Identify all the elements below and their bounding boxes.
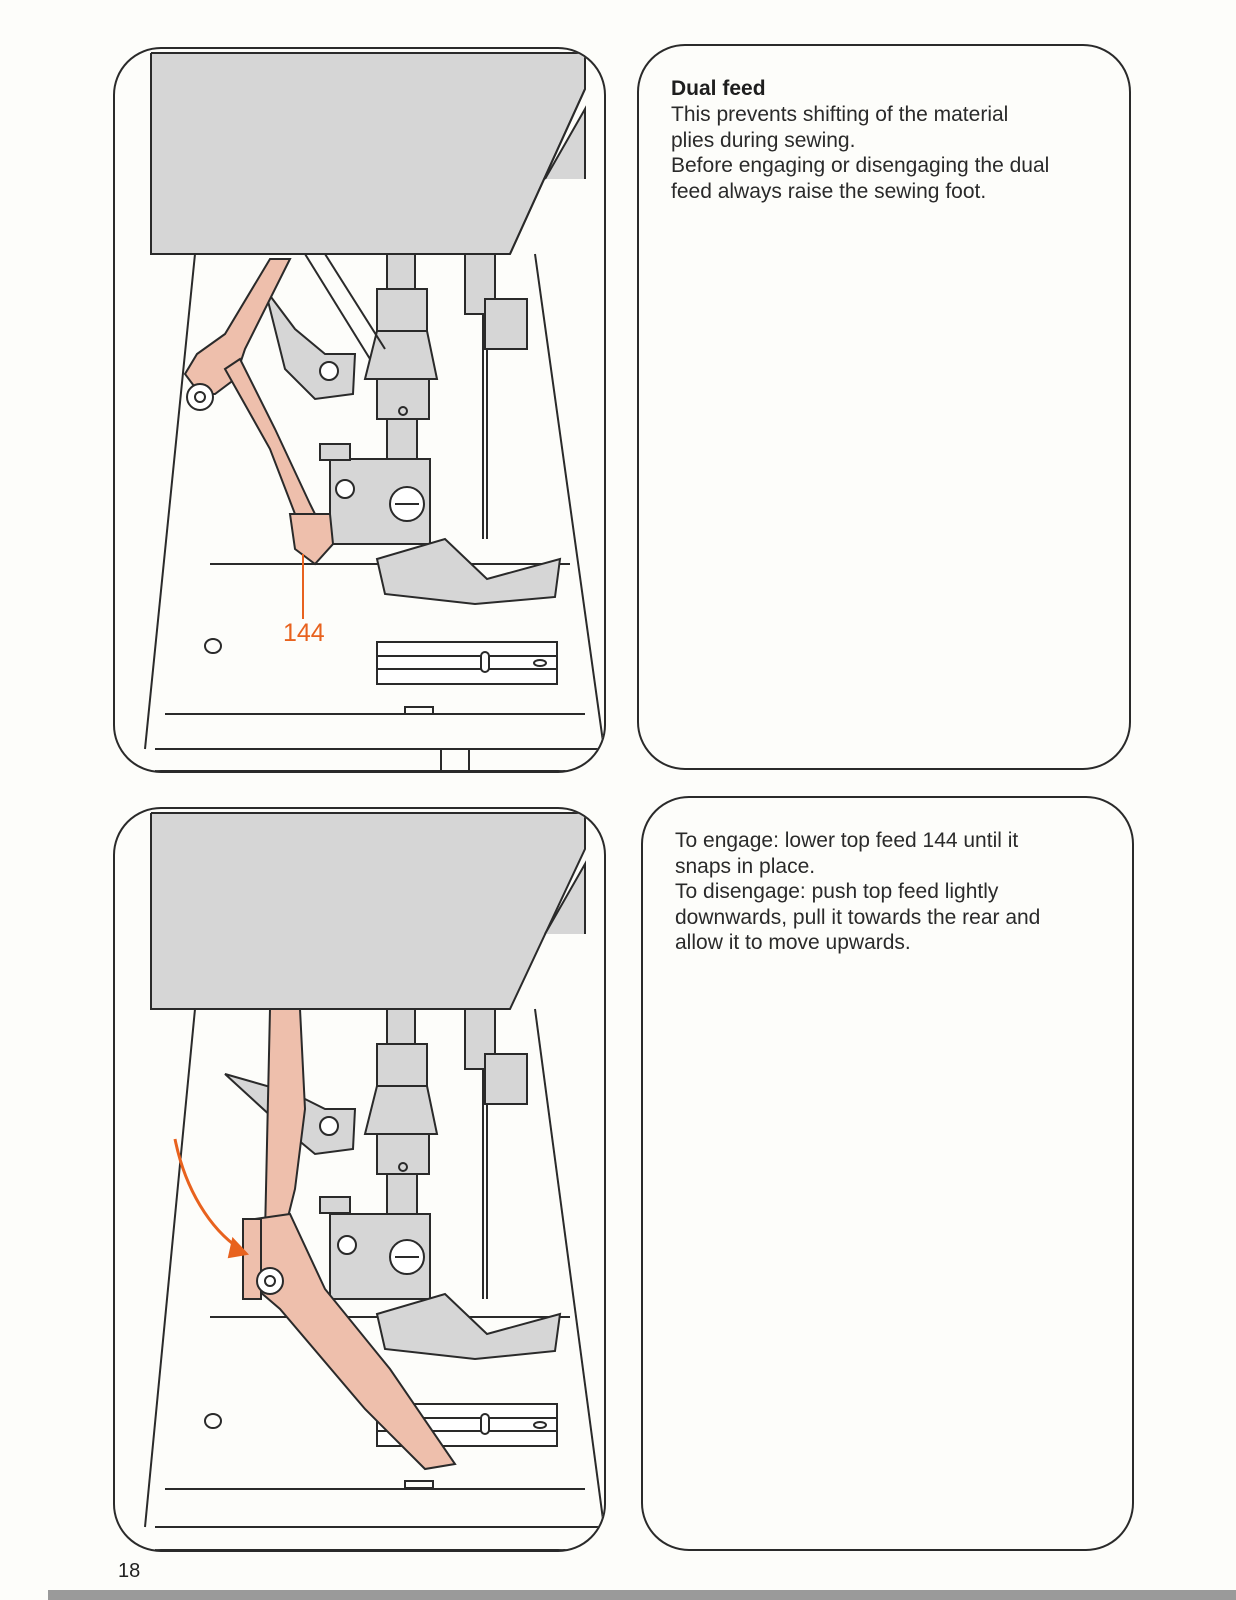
sewing-machine-disengaged-illustration — [144, 52, 604, 771]
paragraph-line: downwards, pull it towards the rear and — [675, 905, 1041, 929]
page-number: 18 — [118, 1560, 141, 1582]
callout-label-144: 144 — [283, 619, 325, 647]
paragraph-line: feed always raise the sewing foot. — [671, 179, 987, 203]
illustration-panel-top: 144 — [113, 47, 606, 773]
paragraph-line: This prevents shifting of the material — [671, 103, 1009, 126]
paragraph-line: snaps in place. — [675, 854, 816, 878]
paragraph-line: plies during sewing. — [671, 128, 856, 152]
section-heading: Dual feed — [671, 77, 766, 100]
sewing-machine-engaged-illustration — [144, 812, 604, 1550]
paragraph-line: allow it to move upwards. — [675, 931, 911, 954]
text-panel-bottom: To engage: lower top feed 144 until it s… — [641, 796, 1134, 1551]
paragraph-line: To engage: lower top feed 144 until it — [675, 829, 1019, 852]
paragraph-line: Before engaging or disengaging the dual — [671, 154, 1050, 177]
text-panel-top: Dual feed This prevents shifting of the … — [637, 44, 1131, 770]
paragraph-line: To disengage: push top feed lightly — [675, 880, 999, 903]
bottom-edge-bar — [48, 1590, 1236, 1600]
illustration-panel-bottom — [113, 807, 606, 1552]
